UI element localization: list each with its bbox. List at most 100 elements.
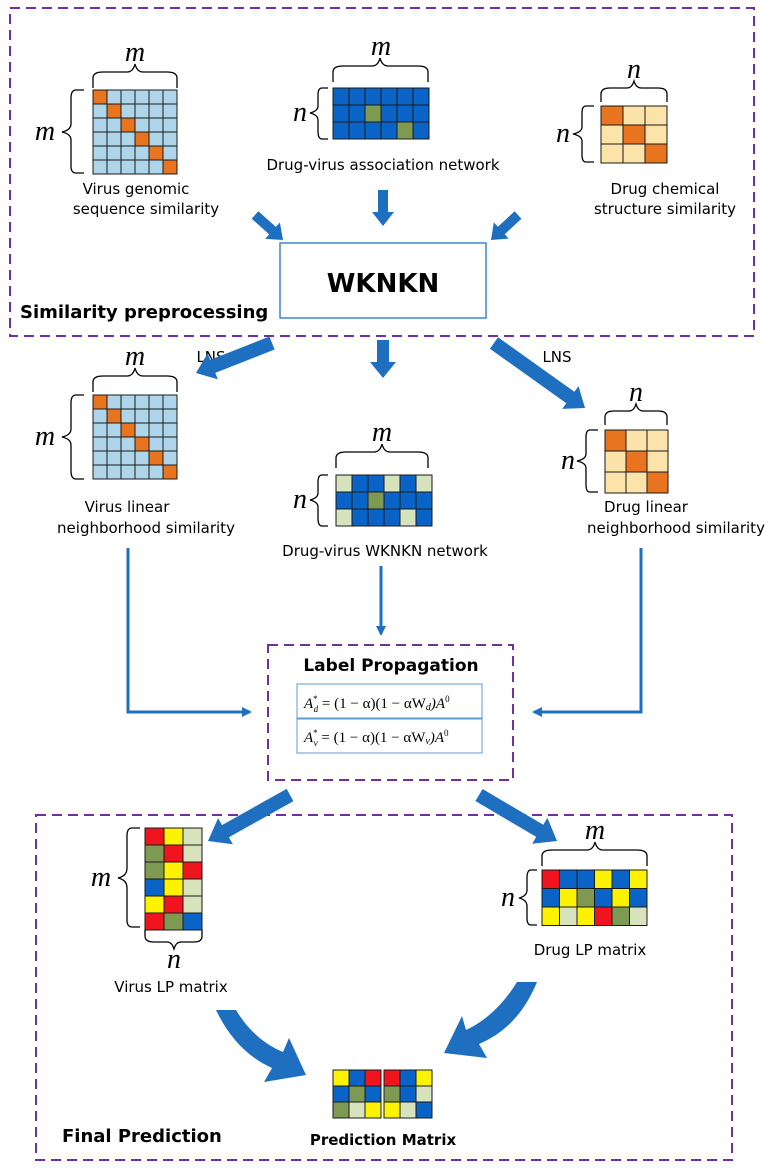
matrix-cell bbox=[92, 464, 108, 480]
final-prediction-label: Final Prediction bbox=[62, 1126, 222, 1147]
matrix-cell bbox=[396, 87, 414, 106]
matrix-cell bbox=[625, 471, 648, 494]
drug-virus-wknkn-matrix bbox=[335, 474, 433, 527]
brace-left bbox=[572, 105, 594, 163]
matrix-cell bbox=[644, 143, 668, 164]
matrix-cell bbox=[162, 103, 178, 119]
matrix-cell bbox=[106, 408, 122, 424]
matrix-cell bbox=[364, 1069, 382, 1087]
lns-right-label: LNS bbox=[542, 348, 571, 366]
dimension-m-label: m bbox=[585, 815, 605, 846]
brace-left bbox=[576, 429, 598, 493]
matrix-cell bbox=[380, 87, 398, 106]
wknkn-label: WKNKN bbox=[327, 269, 440, 299]
matrix-cell bbox=[148, 145, 164, 161]
matrix-cell bbox=[351, 474, 369, 493]
prediction-matrix-left bbox=[332, 1069, 382, 1119]
matrix-cell bbox=[415, 1069, 433, 1087]
matrix-cell bbox=[134, 408, 150, 424]
matrix-cell bbox=[415, 491, 433, 510]
matrix-cell bbox=[92, 103, 108, 119]
matrix-cell bbox=[134, 436, 150, 452]
matrix-cell bbox=[106, 131, 122, 147]
block-arrow bbox=[208, 788, 294, 845]
matrix-cell bbox=[163, 844, 184, 863]
block-arrow bbox=[489, 337, 585, 409]
matrix-cell bbox=[134, 450, 150, 466]
matrix-cell bbox=[348, 1101, 366, 1119]
matrix-cell bbox=[162, 131, 178, 147]
block-arrow bbox=[372, 190, 394, 226]
brace-top bbox=[600, 78, 668, 102]
matrix-cell bbox=[332, 87, 350, 106]
brace-top bbox=[92, 367, 178, 392]
dimension-n-label: n bbox=[167, 944, 181, 975]
matrix-cell bbox=[383, 1085, 401, 1103]
label-propagation-box bbox=[267, 644, 514, 781]
matrix-cell bbox=[144, 895, 165, 914]
matrix-cell bbox=[92, 422, 108, 438]
drug-lp-caption: Drug LP matrix bbox=[534, 941, 647, 959]
brace-left bbox=[61, 394, 84, 480]
matrix-cell bbox=[92, 159, 108, 175]
matrix-cell bbox=[106, 159, 122, 175]
matrix-cell bbox=[399, 1085, 417, 1103]
brace-top bbox=[92, 63, 178, 88]
curved-arrow-right bbox=[444, 982, 537, 1058]
matrix-cell bbox=[92, 117, 108, 133]
matrix-cell bbox=[144, 827, 165, 846]
matrix-cell bbox=[611, 906, 630, 926]
matrix-cell bbox=[335, 491, 353, 510]
dimension-m-label: m bbox=[125, 341, 145, 372]
brace-top bbox=[332, 57, 429, 82]
matrix-cell bbox=[92, 145, 108, 161]
matrix-cell bbox=[364, 1085, 382, 1103]
dimension-n-label: n bbox=[629, 377, 643, 408]
matrix-cell bbox=[541, 869, 560, 889]
matrix-cell bbox=[367, 474, 385, 493]
matrix-cell bbox=[332, 1085, 350, 1103]
matrix-cell bbox=[600, 105, 624, 126]
dimension-m-label: m bbox=[35, 116, 55, 147]
matrix-cell bbox=[576, 869, 595, 889]
matrix-cell bbox=[576, 888, 595, 908]
matrix-cell bbox=[106, 89, 122, 105]
drug-virus-association-caption: Drug-virus association network bbox=[266, 156, 499, 174]
matrix-cell bbox=[92, 89, 108, 105]
drug-chemical-matrix bbox=[600, 105, 668, 164]
connector-arrow bbox=[532, 548, 643, 717]
matrix-cell bbox=[412, 121, 430, 140]
matrix-cell bbox=[148, 422, 164, 438]
prediction-matrix-right bbox=[383, 1069, 433, 1119]
matrix-cell bbox=[182, 878, 203, 897]
matrix-cell bbox=[415, 474, 433, 493]
matrix-cell bbox=[332, 104, 350, 123]
matrix-cell bbox=[144, 844, 165, 863]
matrix-cell bbox=[611, 888, 630, 908]
matrix-cell bbox=[412, 104, 430, 123]
matrix-cell bbox=[120, 436, 136, 452]
matrix-cell bbox=[106, 464, 122, 480]
matrix-cell bbox=[120, 103, 136, 119]
dimension-n-label: n bbox=[501, 882, 515, 913]
matrix-cell bbox=[611, 869, 630, 889]
matrix-cell bbox=[120, 422, 136, 438]
matrix-cell bbox=[163, 912, 184, 931]
matrix-cell bbox=[604, 471, 627, 494]
matrix-cell bbox=[162, 117, 178, 133]
matrix-cell bbox=[106, 145, 122, 161]
matrix-cell bbox=[625, 429, 648, 452]
matrix-cell bbox=[332, 1069, 350, 1087]
matrix-cell bbox=[364, 121, 382, 140]
brace-top bbox=[335, 443, 429, 468]
matrix-cell bbox=[120, 145, 136, 161]
matrix-cell bbox=[380, 121, 398, 140]
matrix-cell bbox=[383, 508, 401, 527]
matrix-cell bbox=[629, 869, 648, 889]
matrix-cell bbox=[399, 1069, 417, 1087]
matrix-cell bbox=[182, 844, 203, 863]
matrix-cell bbox=[594, 906, 613, 926]
prediction-matrix-caption: Prediction Matrix bbox=[310, 1131, 457, 1149]
dimension-n-label: n bbox=[293, 97, 307, 128]
